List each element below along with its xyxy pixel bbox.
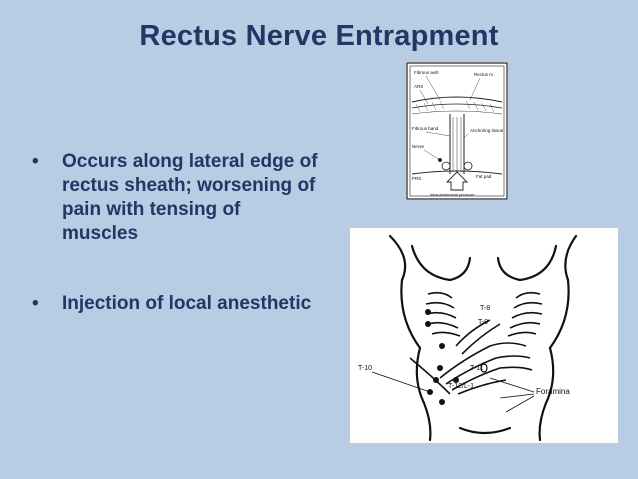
label-fibrous-web: Fibrous web xyxy=(414,70,439,75)
label-rectus-m: Rectus m xyxy=(474,72,493,77)
label-anchoring-tissue: Anchoring tissue xyxy=(470,128,504,133)
bullet-list: • Occurs along lateral edge of rectus sh… xyxy=(30,150,320,362)
torso-diagram: T-8 T-9 T-10 T-11 T-12/L-1 Foramina xyxy=(350,228,618,443)
rectus-sheath-diagram: Fibrous web Rectus m ARS Fibrous band An… xyxy=(406,62,508,200)
bullet-text: Occurs along lateral edge of rectus shea… xyxy=(62,151,318,244)
label-t12: T-12/L-1 xyxy=(448,383,474,390)
bullet-symbol: • xyxy=(32,293,39,314)
bullet-text: Injection of local anesthetic xyxy=(62,293,312,314)
bullet-item: • Injection of local anesthetic xyxy=(30,292,320,316)
bullet-symbol: • xyxy=(32,151,39,172)
rectus-sheath-illustration: Fibrous web Rectus m ARS Fibrous band An… xyxy=(406,62,508,200)
label-t11: T-11 xyxy=(470,365,484,372)
label-fibrous-band: Fibrous band xyxy=(412,126,439,131)
label-nerve: Nerve xyxy=(412,144,425,149)
slide-title: Rectus Nerve Entrapment xyxy=(139,20,499,52)
label-fat-pad: Fat pad xyxy=(476,174,492,179)
label-prs: PRS xyxy=(412,176,421,181)
torso-illustration: T-8 T-9 T-10 T-11 T-12/L-1 Foramina xyxy=(350,228,618,443)
label-ars: ARS xyxy=(414,84,423,89)
bullet-item: • Occurs along lateral edge of rectus sh… xyxy=(30,150,320,246)
label-t9: T-9 xyxy=(478,319,488,326)
label-t8: T-8 xyxy=(480,305,490,312)
label-pressure: Intra-abdominal pressure xyxy=(430,192,475,197)
label-t10: T-10 xyxy=(358,365,372,372)
label-foramina: Foramina xyxy=(536,387,570,396)
